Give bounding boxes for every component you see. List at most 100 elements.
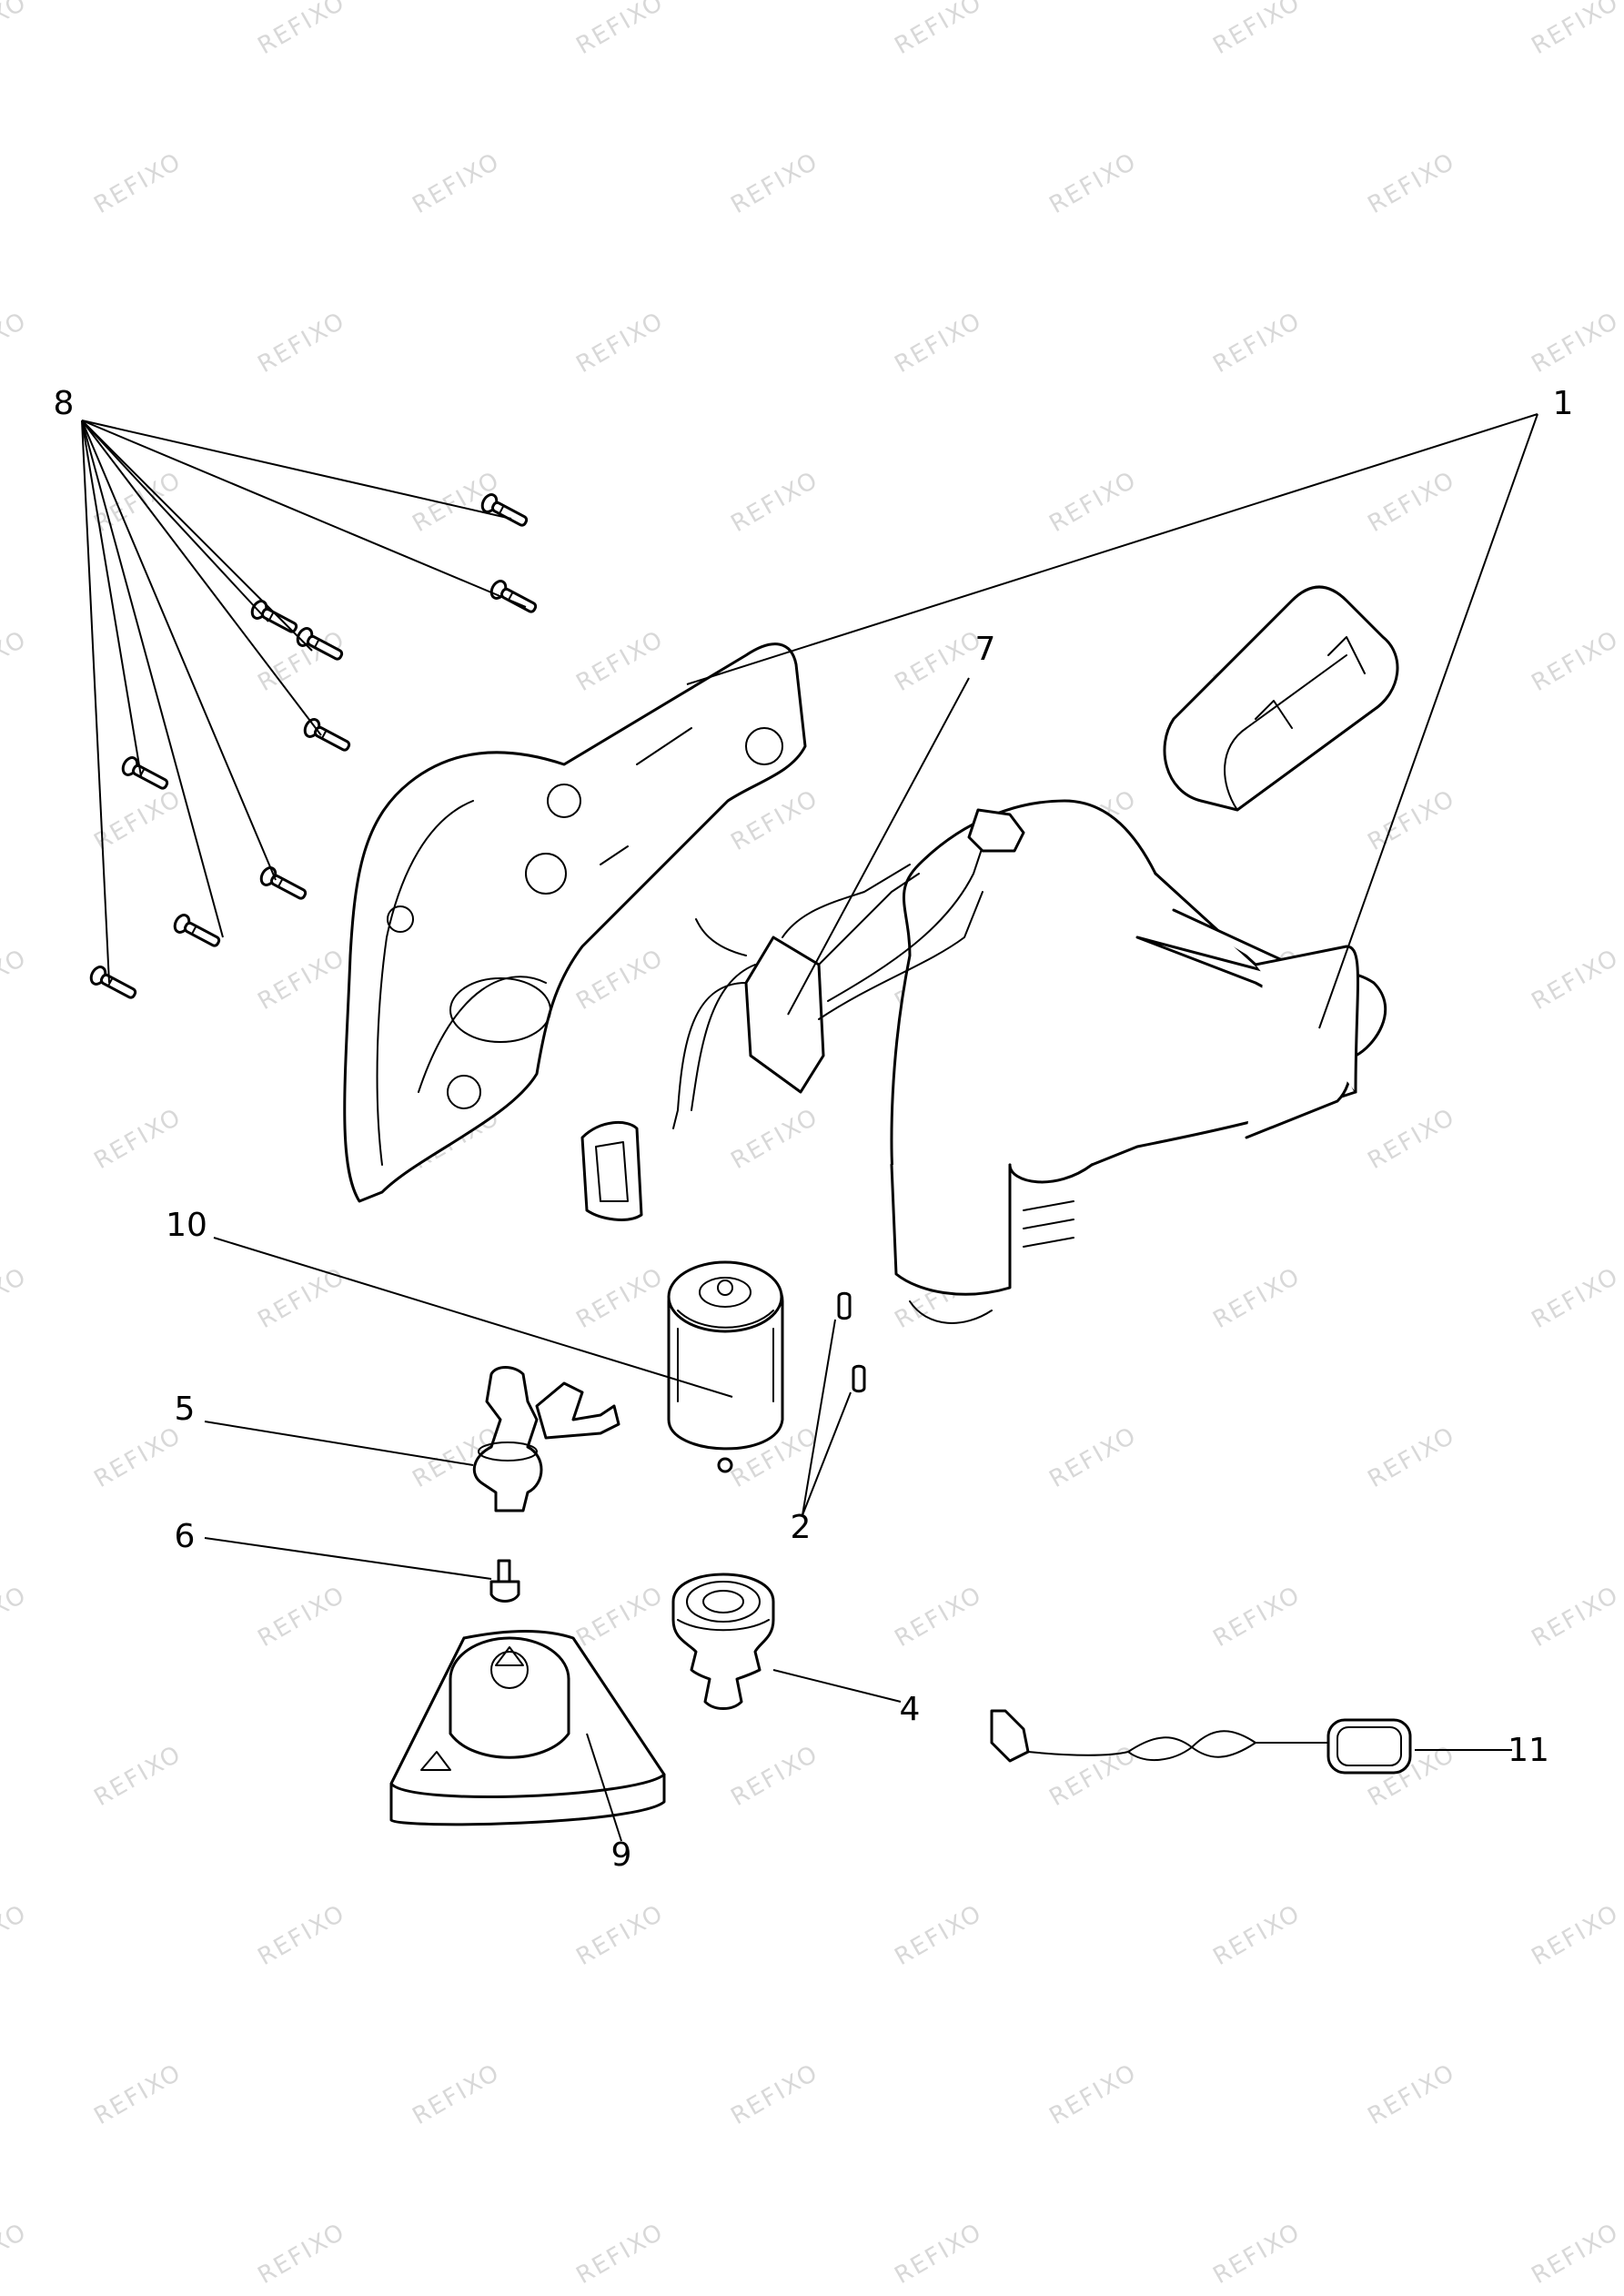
screw	[173, 914, 221, 947]
watermark-text: REFIXO	[90, 1103, 187, 1175]
screw	[303, 718, 351, 752]
gear-bearing-assembly	[671, 1573, 775, 1710]
leader-line	[586, 1733, 622, 1842]
callout-1: 1	[1553, 385, 1574, 422]
leader-line	[81, 420, 512, 520]
watermark-text: REFIXO	[727, 1103, 824, 1175]
watermark-text: REFIXO	[0, 1262, 32, 1334]
screw	[296, 627, 344, 661]
watermark-text: REFIXO	[0, 1581, 32, 1653]
screw	[259, 866, 308, 900]
charger-cable	[990, 1709, 1412, 1775]
watermark-text: REFIXO	[891, 2218, 988, 2290]
watermark-text: REFIXO	[1209, 1899, 1306, 1971]
watermark-text: REFIXO	[1528, 0, 1624, 60]
leader-line	[81, 420, 527, 608]
leader-line	[213, 1237, 733, 1398]
watermark-text: REFIXO	[1045, 147, 1143, 219]
watermark-text: REFIXO	[0, 2218, 32, 2290]
watermark-text: REFIXO	[0, 625, 32, 697]
screw	[480, 493, 529, 527]
watermark-text: REFIXO	[1045, 1421, 1143, 1493]
watermark-text: REFIXO	[727, 466, 824, 538]
housing-left-half	[343, 642, 807, 1203]
housing-right-half	[890, 799, 1387, 1324]
watermark-text: REFIXO	[572, 1581, 670, 1653]
watermark-text: REFIXO	[0, 1899, 32, 1971]
watermark-text: REFIXO	[572, 1899, 670, 1971]
watermark-text: REFIXO	[1364, 2058, 1461, 2130]
watermark-text: REFIXO	[572, 944, 670, 1016]
watermark-text: REFIXO	[727, 2058, 824, 2130]
watermark-text: REFIXO	[572, 625, 670, 697]
watermark-text: REFIXO	[1528, 1581, 1624, 1653]
watermark-text: REFIXO	[1209, 0, 1306, 60]
watermark-text: REFIXO	[891, 307, 988, 379]
watermark-text: REFIXO	[254, 1899, 351, 1971]
battery-cover	[1163, 585, 1399, 812]
watermark-text: REFIXO	[1209, 2218, 1306, 2290]
leader-line	[204, 1421, 474, 1466]
leader-line	[772, 1669, 902, 1703]
watermark-text: REFIXO	[1364, 466, 1461, 538]
watermark-text: REFIXO	[1528, 1899, 1624, 1971]
leader-line	[81, 420, 322, 736]
callout-5: 5	[175, 1391, 196, 1428]
watermark-text: REFIXO	[891, 0, 988, 60]
leader-line	[81, 420, 269, 622]
leader-line	[81, 420, 142, 777]
callout-11: 11	[1508, 1732, 1549, 1769]
watermark-text: REFIXO	[1209, 1262, 1306, 1334]
watermark-text: REFIXO	[90, 784, 187, 856]
watermark-text: REFIXO	[1364, 784, 1461, 856]
watermark-text: REFIXO	[90, 1740, 187, 1812]
leader-line	[204, 1537, 492, 1580]
callout-7: 7	[975, 631, 996, 668]
watermark-text: REFIXO	[254, 1581, 351, 1653]
platen-screw	[489, 1559, 520, 1603]
sanding-platen	[389, 1630, 666, 1826]
watermark-text: REFIXO	[1528, 2218, 1624, 2290]
watermark-text: REFIXO	[572, 307, 670, 379]
eccentric-shaft-assembly	[472, 1366, 620, 1512]
watermark-text: REFIXO	[1528, 625, 1624, 697]
callout-6: 6	[175, 1518, 196, 1555]
leader-line	[802, 1391, 852, 1516]
watermark-text: REFIXO	[409, 2058, 506, 2130]
screw	[121, 756, 169, 790]
leader-line	[81, 420, 313, 652]
watermark-text: REFIXO	[1528, 1262, 1624, 1334]
watermark-text: REFIXO	[254, 307, 351, 379]
leader-lines	[81, 413, 1538, 1842]
watermark-text: REFIXO	[572, 0, 670, 60]
watermark-text: REFIXO	[1045, 2058, 1143, 2130]
callout-2: 2	[791, 1509, 812, 1546]
watermark-text: REFIXO	[0, 307, 32, 379]
watermark-text: REFIXO	[0, 0, 32, 60]
leader-line	[787, 677, 970, 1016]
watermark-text: REFIXO	[1364, 1421, 1461, 1493]
watermark-text: REFIXO	[1528, 944, 1624, 1016]
leader-line	[802, 1319, 836, 1516]
watermark-text: REFIXO	[90, 1421, 187, 1493]
watermark-text: REFIXO	[90, 2058, 187, 2130]
leader-line	[1318, 413, 1538, 1029]
bushings	[837, 1291, 866, 1393]
watermark-text: REFIXO	[1209, 307, 1306, 379]
watermark-text: REFIXO	[727, 784, 824, 856]
switch-wiring-assembly	[580, 808, 1025, 1221]
screw	[489, 580, 538, 613]
watermark-text: REFIXO	[254, 2218, 351, 2290]
callout-4: 4	[900, 1691, 921, 1728]
watermark-text: REFIXO	[254, 1262, 351, 1334]
watermark-text: REFIXO	[1528, 307, 1624, 379]
screw	[89, 966, 137, 999]
watermark-text: REFIXO	[0, 944, 32, 1016]
leader-line	[81, 420, 110, 984]
watermark-text: REFIXO	[254, 944, 351, 1016]
watermark-text: REFIXO	[1364, 1103, 1461, 1175]
callout-8: 8	[54, 385, 75, 422]
